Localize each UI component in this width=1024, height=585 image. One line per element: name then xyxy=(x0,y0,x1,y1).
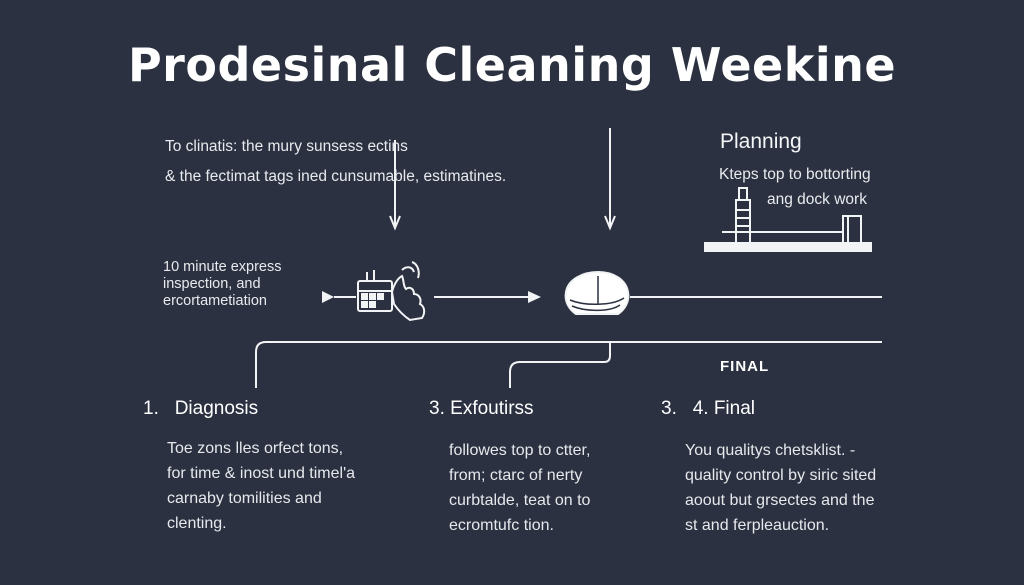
step-2-line-4: ecromtufc tion. xyxy=(449,517,554,534)
step-3-heading: 3. 4. Final xyxy=(661,398,921,420)
intro-line-1: To clinatis: the mury sunsess ectins xyxy=(165,138,408,155)
planning-line-1: Kteps top to bottorting xyxy=(719,166,871,183)
intro-line-2: & the fectimat tags ined cunsumable, est… xyxy=(165,168,507,185)
step-3-line-4: st and ferpleauction. xyxy=(685,517,830,534)
step-1-line-4: clenting. xyxy=(167,515,227,532)
step-3-line-1: You qualitys chetsklist. - xyxy=(685,442,856,459)
down-arrow-1 xyxy=(389,140,401,231)
step-final: 3. 4. Final You qualitys chetsklist. - q… xyxy=(661,398,921,538)
step-diagnosis: 1. Diagnosis Toe zons lles orfect tons, … xyxy=(143,398,393,536)
step-exfoutirss: 3. Exfoutirss followes top to ctter, fro… xyxy=(429,398,649,538)
express-line-2: inspection, and xyxy=(163,276,261,292)
step-3-title: 4. Final xyxy=(692,398,756,419)
step-3-line-2: quality control by siric sited xyxy=(685,467,877,484)
step-2-description: followes top to ctter, from; ctarc of ne… xyxy=(429,438,649,538)
express-line-1: 10 minute express xyxy=(163,259,282,275)
planning-title: Planning xyxy=(720,130,802,153)
cleaning-pad-icon xyxy=(564,270,630,315)
flow-arrowhead-2 xyxy=(528,291,541,303)
branch-connector xyxy=(255,341,882,388)
step-1-line-2: for time & inost und timel'a xyxy=(167,465,356,482)
step-2-line-2: from; ctarc of nerty xyxy=(449,467,583,484)
workbench-icon xyxy=(704,187,872,252)
step-1-description: Toe zons lles orfect tons, for time & in… xyxy=(143,436,393,536)
intro-text: To clinatis: the mury sunsess ectins & t… xyxy=(165,132,506,192)
step-2-number: 3. xyxy=(429,398,445,419)
express-line-3: ercortametiation xyxy=(163,293,267,309)
express-inspection-text: 10 minute express inspection, and ercort… xyxy=(163,259,281,310)
flow-arrowhead-1 xyxy=(322,291,334,303)
down-arrow-2 xyxy=(604,128,616,231)
final-badge: FINAL xyxy=(720,358,770,375)
step-2-heading: 3. Exfoutirss xyxy=(429,398,649,420)
planning-text: Kteps top to bottorting ang dock work xyxy=(719,162,871,212)
step-2-title: Exfoutirss xyxy=(450,398,534,419)
step-1-heading: 1. Diagnosis xyxy=(143,398,393,420)
control-panel-hand-icon xyxy=(357,261,426,322)
step-1-line-1: Toe zons lles orfect tons, xyxy=(167,440,344,457)
step-2-line-1: followes top to ctter, xyxy=(449,442,591,459)
step-1-title: Diagnosis xyxy=(174,398,259,419)
planning-line-2: ang dock work xyxy=(767,191,867,208)
step-1-line-3: carnaby tomilities and xyxy=(167,490,322,507)
step-3-description: You qualitys chetsklist. - quality contr… xyxy=(661,438,921,538)
step-3-number: 3. xyxy=(661,398,677,419)
step-2-line-3: curbtalde, teat on to xyxy=(449,492,591,509)
page-title: Prodesinal Cleaning Weekine xyxy=(127,38,897,92)
step-1-number: 1. xyxy=(143,398,159,419)
step-3-line-3: aoout but grsectes and the xyxy=(685,492,875,509)
